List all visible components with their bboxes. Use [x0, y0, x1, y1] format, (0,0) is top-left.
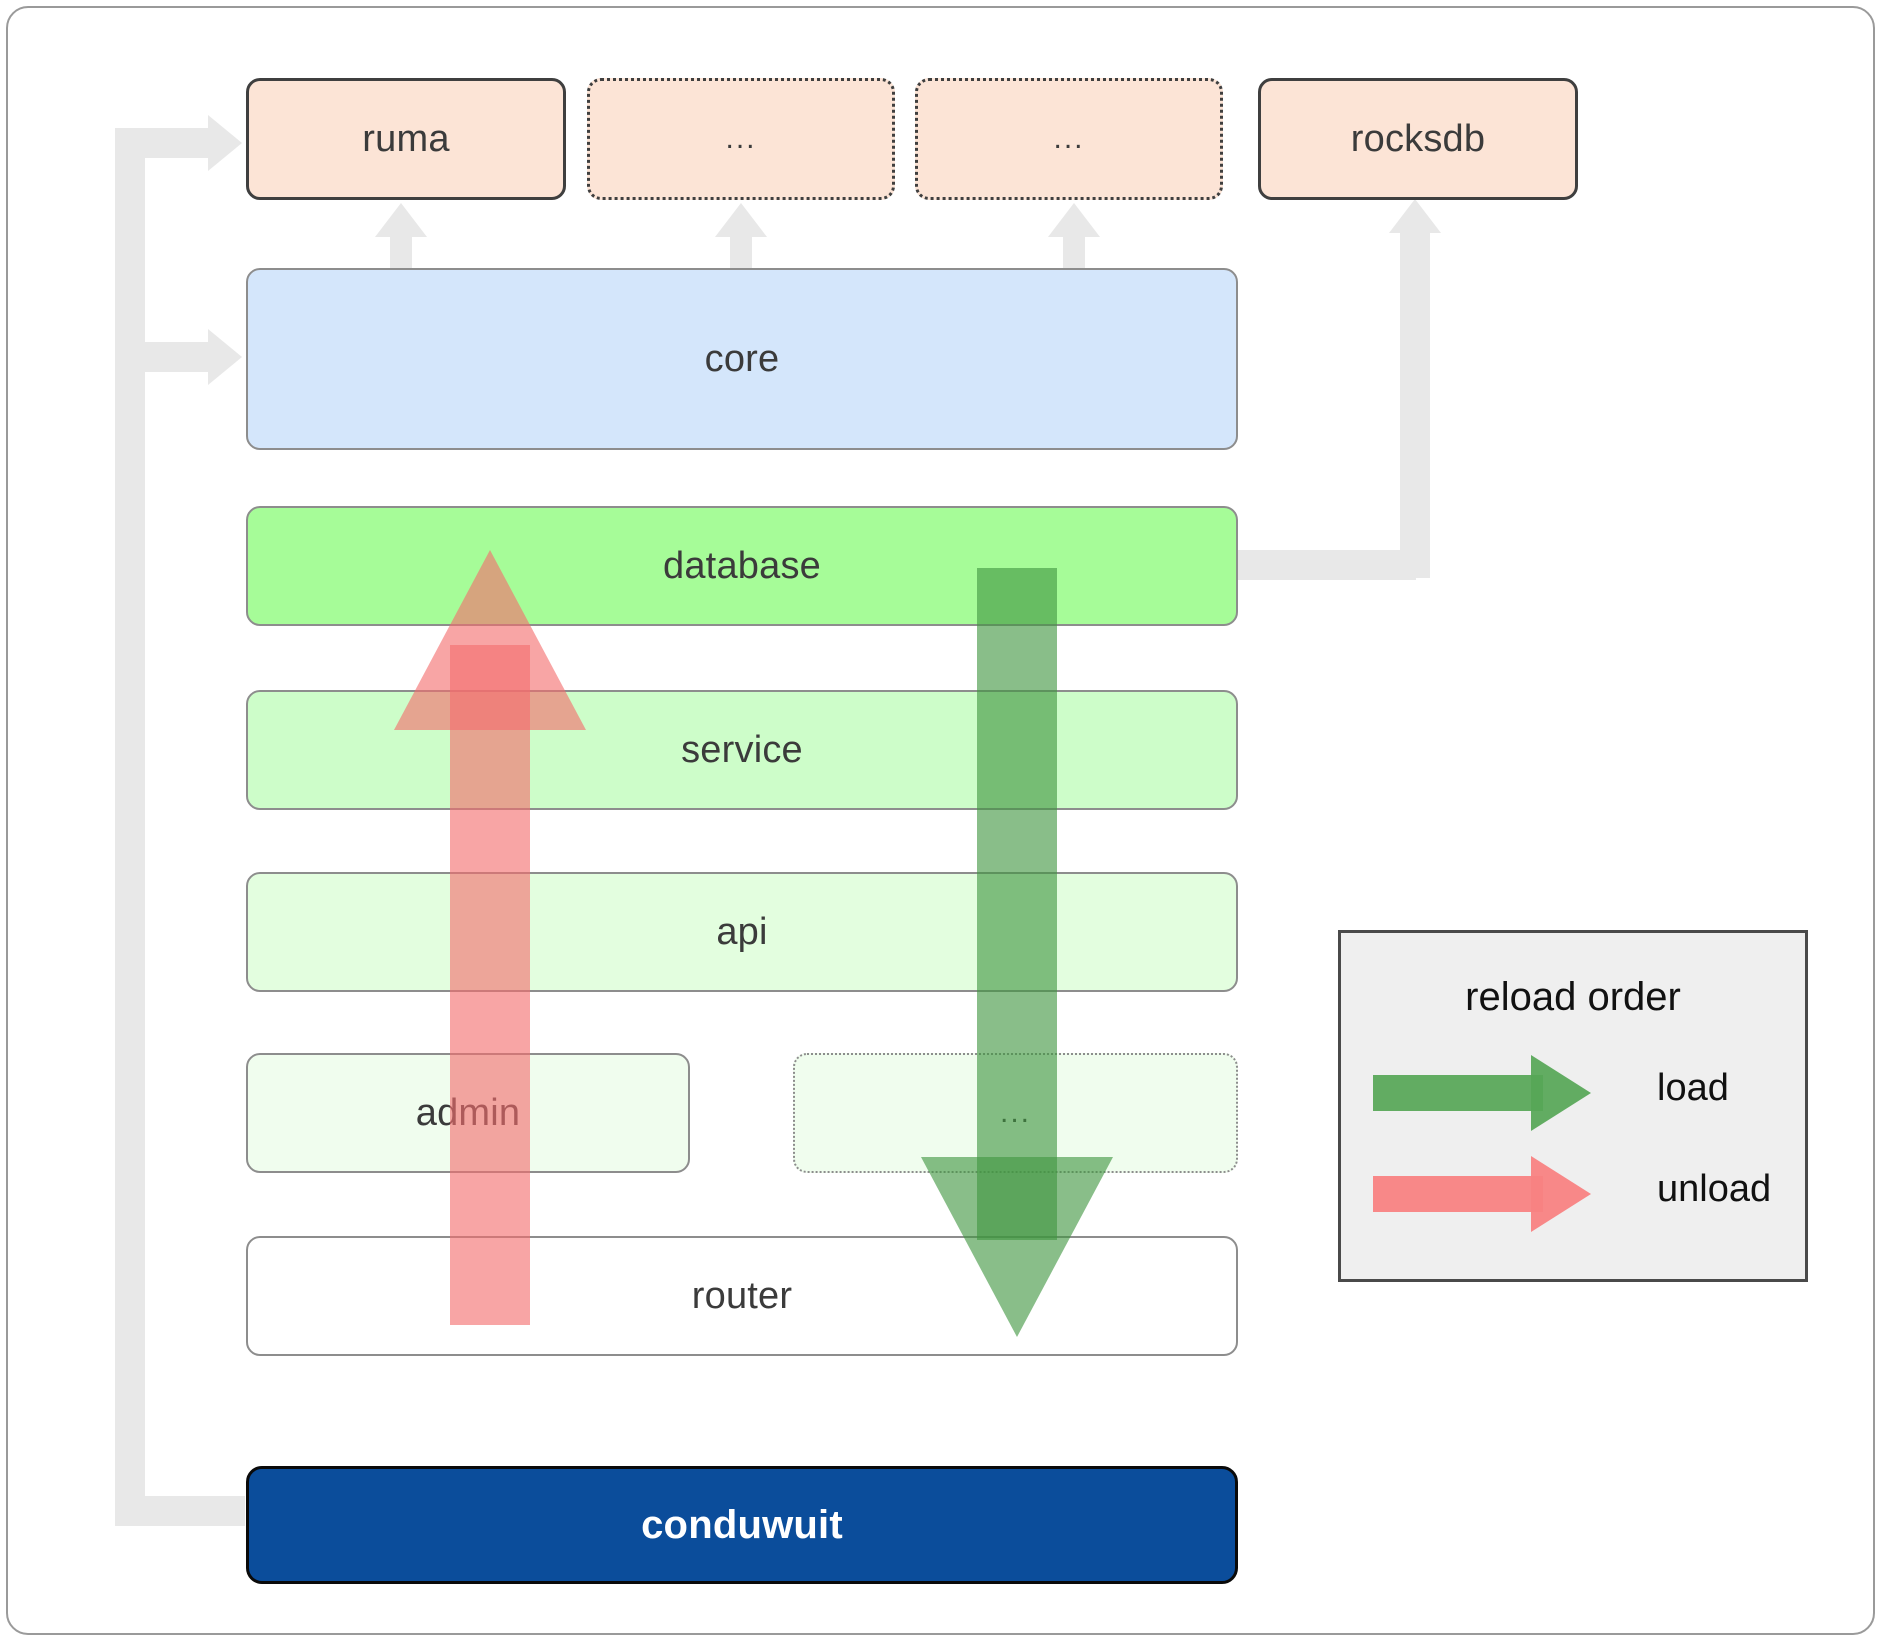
- core-to-dep2-arrow: [715, 203, 767, 237]
- flow-arrow-unload-head: [394, 550, 586, 730]
- node-conduwuit[interactable]: conduwuit: [246, 1466, 1238, 1584]
- node-conduwuit-label: conduwuit: [641, 1502, 843, 1547]
- connector-to-core-stem: [115, 342, 220, 372]
- node-core[interactable]: core: [246, 268, 1238, 450]
- legend-load-shaft: [1373, 1075, 1543, 1111]
- connector-to-ruma-arrow: [208, 115, 242, 171]
- database-to-rocksdb-horizontal: [1238, 550, 1416, 580]
- node-ruma[interactable]: ruma: [246, 78, 566, 200]
- node-database-label: database: [663, 544, 821, 587]
- core-to-dep2-stem: [730, 228, 752, 278]
- legend-box: reload order load unload: [1338, 930, 1808, 1282]
- node-service-label: service: [681, 728, 803, 771]
- database-to-rocksdb-vertical: [1400, 230, 1430, 578]
- database-to-rocksdb-arrow: [1389, 199, 1441, 233]
- flow-arrow-load-head: [921, 1157, 1113, 1337]
- flow-arrow-load-shaft: [977, 568, 1057, 1240]
- core-to-ruma-arrow: [375, 203, 427, 237]
- node-dep-placeholder-2[interactable]: ...: [915, 78, 1223, 200]
- node-router-label: router: [691, 1274, 793, 1317]
- legend-title: reload order: [1465, 975, 1681, 1019]
- connector-to-ruma-stem: [115, 128, 220, 158]
- node-rocksdb[interactable]: rocksdb: [1258, 78, 1578, 200]
- legend-load-arrowhead: [1531, 1055, 1591, 1131]
- node-core-label: core: [704, 337, 780, 380]
- legend-load-label: load: [1657, 1067, 1729, 1109]
- core-to-ruma-stem: [390, 228, 412, 278]
- node-service[interactable]: service: [246, 690, 1238, 810]
- connector-trunk-bottom: [115, 1496, 245, 1526]
- connector-to-core-arrow: [208, 329, 242, 385]
- node-api[interactable]: api: [246, 872, 1238, 992]
- legend-unload-arrowhead: [1531, 1156, 1591, 1232]
- node-api-label: api: [716, 910, 768, 953]
- core-to-dep3-stem: [1063, 228, 1085, 278]
- legend-unload-shaft: [1373, 1176, 1543, 1212]
- core-to-dep3-arrow: [1048, 203, 1100, 237]
- node-ruma-label: ruma: [362, 117, 450, 160]
- flow-arrow-unload-shaft: [450, 645, 530, 1325]
- node-dep-placeholder-1[interactable]: ...: [587, 78, 895, 200]
- node-rocksdb-label: rocksdb: [1350, 117, 1486, 160]
- legend-unload-label: unload: [1657, 1168, 1772, 1210]
